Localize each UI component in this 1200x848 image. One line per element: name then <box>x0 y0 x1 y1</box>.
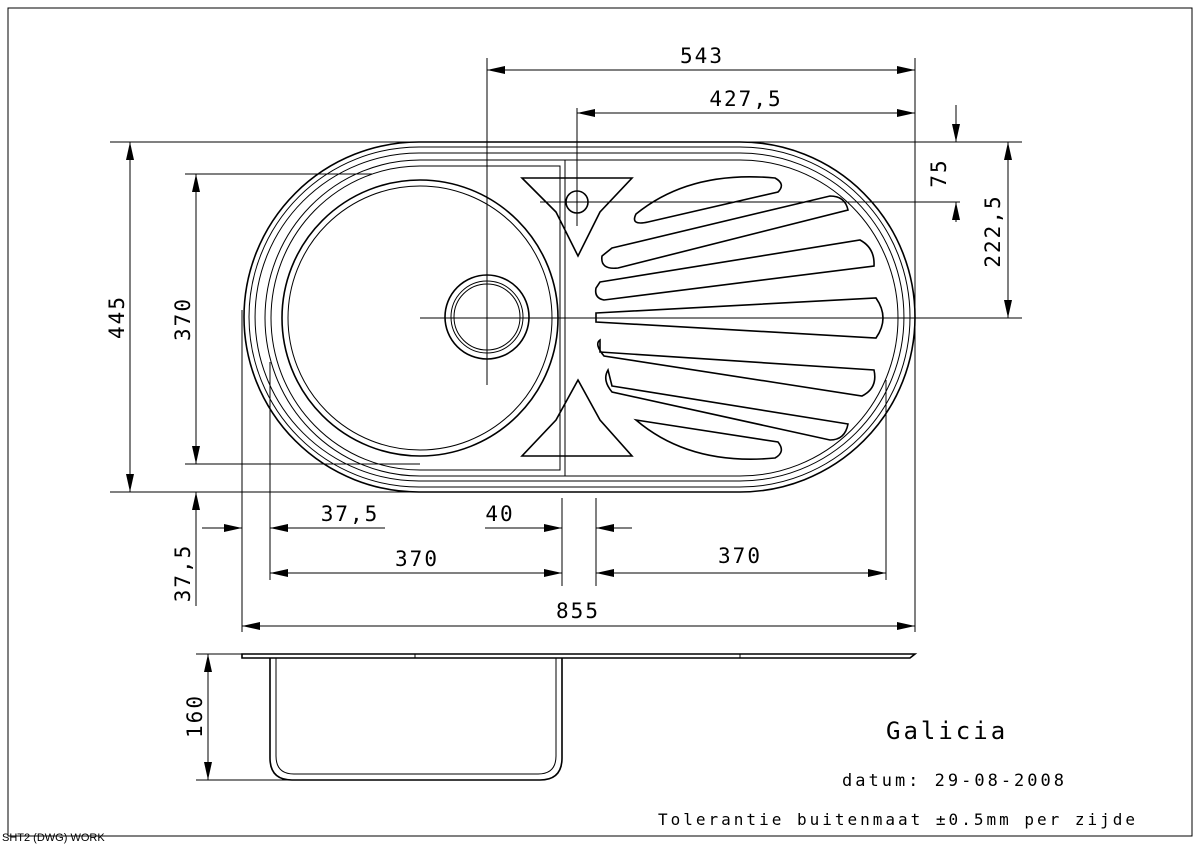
dim-tap-to-center: 222,5 <box>981 194 1005 267</box>
sheet-border <box>7 7 1193 837</box>
tap-hole-plinth <box>520 177 634 258</box>
dim-left-margin-top: 37,5 <box>321 502 380 526</box>
dim-bowl-height: 160 <box>183 694 207 738</box>
dim-depth: 445 <box>105 295 129 339</box>
bowl-section <box>269 658 563 781</box>
dim-drainer-width: 543 <box>680 44 724 68</box>
dim-drainer-to-hole: 427,5 <box>709 87 782 111</box>
dim-gap: 40 <box>485 502 514 526</box>
date-line: datum: 29-08-2008 <box>842 771 1067 791</box>
dim-drainer-length: 370 <box>718 544 762 568</box>
sheet-label: SHT2 (DWG) WORK <box>2 832 105 844</box>
sink-outer-rim <box>243 141 916 493</box>
dim-overall-width: 855 <box>556 599 600 623</box>
dimension-lines: 543 427,5 75 222,5 445 370 37,5 37,5 40 … <box>105 44 1022 632</box>
product-name: Galicia <box>886 717 1008 745</box>
dim-tap-offset: 75 <box>927 158 951 187</box>
dim-bowl-diameter: 370 <box>171 297 195 341</box>
bowl-surround <box>264 159 566 477</box>
sink-top-view <box>243 108 1022 493</box>
title-block: Galicia datum: 29-08-2008 Tolerantie bui… <box>658 717 1138 829</box>
dim-bowl-width: 370 <box>395 547 439 571</box>
tolerance-line: Tolerantie buitenmaat ±0.5mm per zijde <box>658 810 1138 829</box>
drain-triangle <box>520 378 634 457</box>
drainer-grooves <box>594 175 884 460</box>
sink-side-section: 160 <box>183 653 918 781</box>
dim-left-margin-side: 37,5 <box>171 544 195 603</box>
